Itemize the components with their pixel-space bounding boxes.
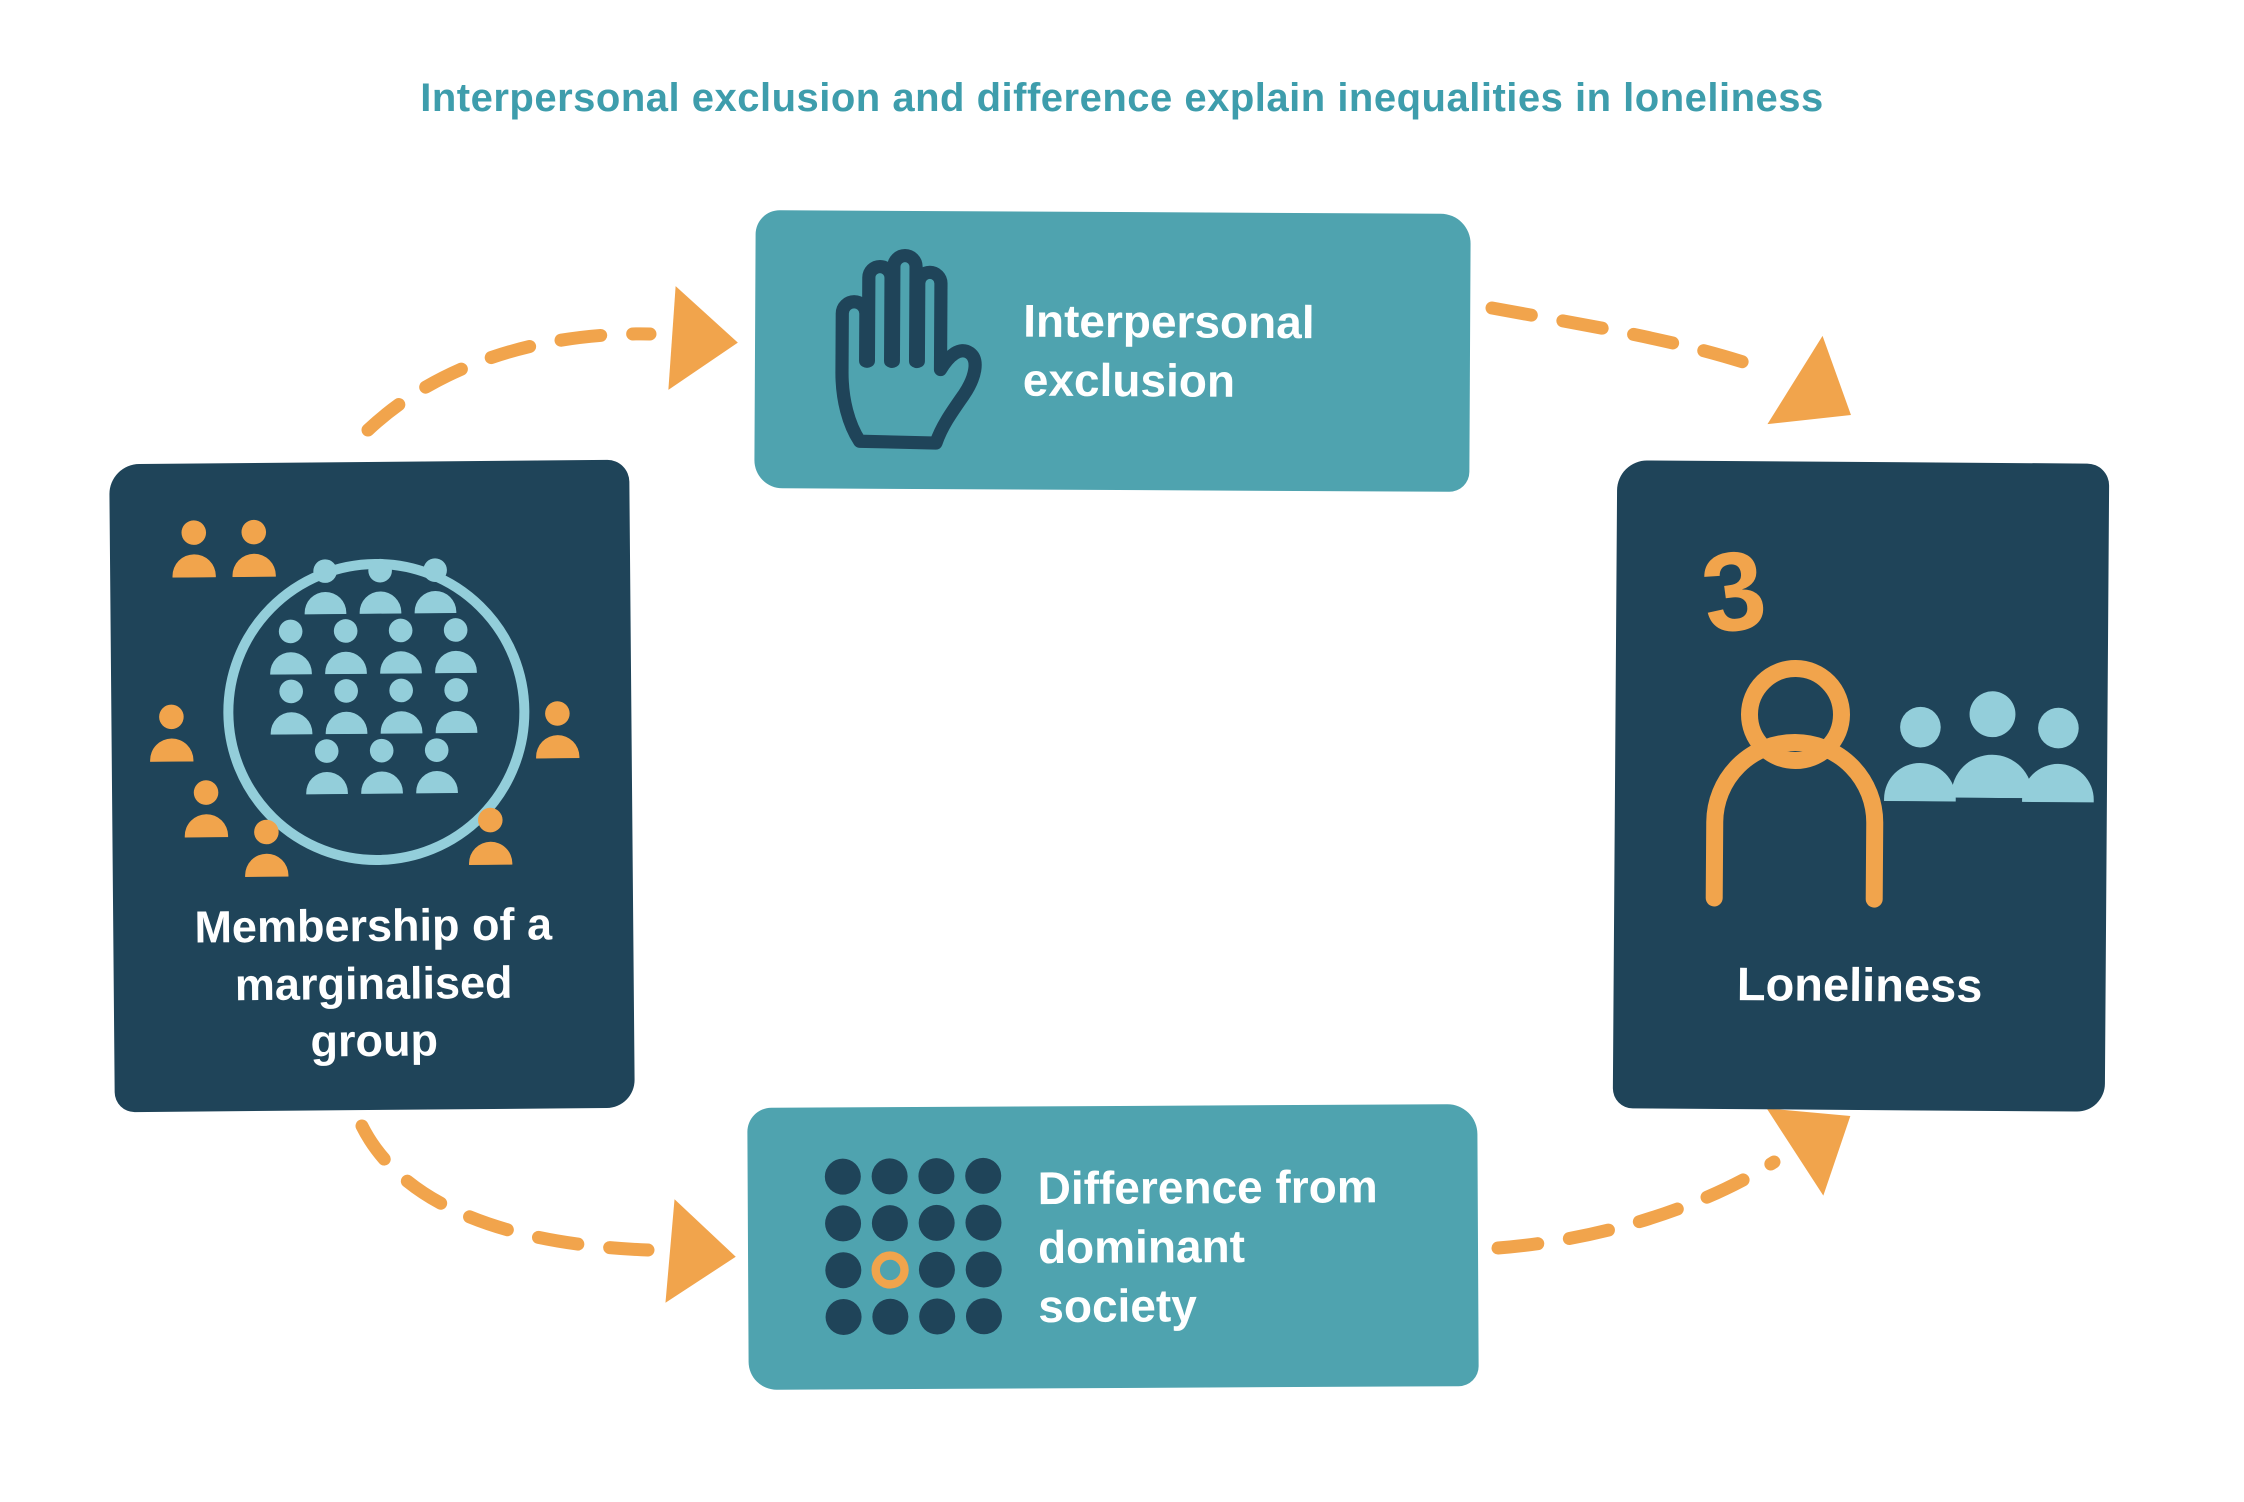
node-loneliness: 3 Loneliness <box>1612 460 2110 1112</box>
arrowhead-icon <box>665 1199 736 1303</box>
arrow-membership-to-difference <box>355 1119 655 1257</box>
arrowhead-icon <box>1767 335 1851 425</box>
arrowhead-icon <box>668 286 738 390</box>
lonely-person-icon: 3 <box>1695 526 2095 908</box>
interpersonal-exclusion-label: Interpersonal exclusion <box>1022 294 1315 407</box>
arrow-difference-to-loneliness <box>1491 1155 1781 1255</box>
hand-stop-icon <box>835 249 982 450</box>
node-membership: Membership of a marginalised group <box>109 459 635 1113</box>
in-group-people-icon <box>269 558 478 795</box>
crowd-icon <box>1884 690 2095 803</box>
arrowhead-icon <box>1766 1108 1851 1196</box>
diagram-title: Interpersonal exclusion and difference e… <box>420 76 1824 120</box>
distress-squiggle-icon: 3 <box>1695 526 1773 658</box>
arrow-membership-to-exclusion <box>361 327 657 437</box>
node-difference: Difference from dominant society <box>747 1104 1479 1390</box>
out-group-people-icon <box>149 519 580 877</box>
difference-label: Difference from dominant society <box>1037 1160 1378 1332</box>
loneliness-label: Loneliness <box>1736 956 1983 1012</box>
marginalised-group-icon <box>149 519 580 877</box>
dot-grid-outlier-icon <box>824 1157 1002 1336</box>
arrow-exclusion-to-loneliness <box>1485 301 1779 379</box>
outlier-dot-icon <box>871 1251 909 1289</box>
membership-label: Membership of a marginalised group <box>194 898 553 1067</box>
node-interpersonal-exclusion: Interpersonal exclusion <box>754 210 1471 492</box>
